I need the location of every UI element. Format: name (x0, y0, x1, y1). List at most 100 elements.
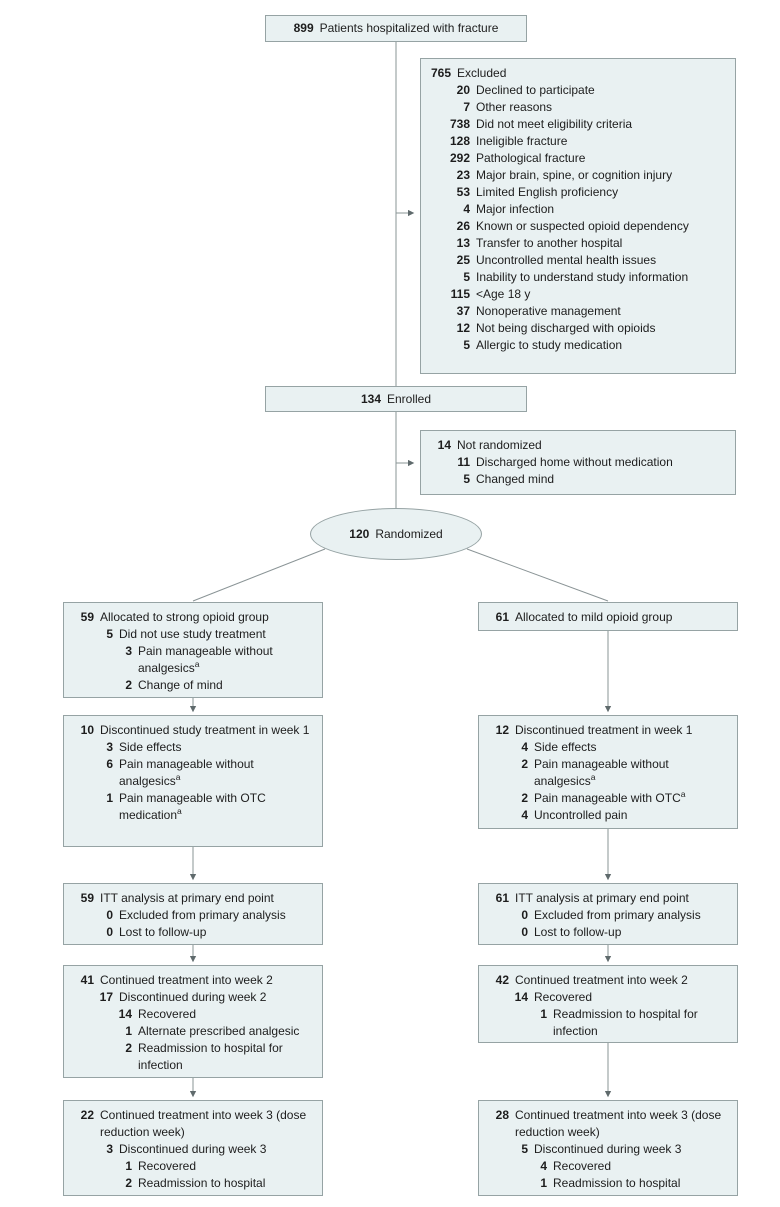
count-value: 2 (521, 791, 528, 805)
line-label: Allergic to study medication (476, 338, 623, 352)
count-value: 28 (495, 1108, 509, 1122)
line-label: Recovered (553, 1159, 612, 1173)
flow-line: 13 Transfer to another hospital (429, 235, 727, 252)
line-label: Major brain, spine, or cognition injury (476, 168, 673, 182)
count-value: 17 (99, 990, 113, 1004)
flow-line: 20 Declined to participate (429, 82, 727, 99)
count-value: 115 (450, 287, 470, 301)
line-label: Pathological fracture (476, 151, 586, 165)
line-label: Discontinued treatment in week 1 (515, 723, 693, 737)
count-value: 0 (106, 908, 113, 922)
flow-line: 2 Readmission to hospital (72, 1175, 314, 1192)
flow-line: 5 Allergic to study medication (429, 337, 727, 354)
count-value: 765 (430, 66, 451, 80)
count-value: 6 (106, 757, 113, 771)
count-value: 13 (456, 236, 470, 250)
line-label: Recovered (138, 1159, 197, 1173)
line-label: Changed mind (476, 472, 555, 486)
line-label: Readmission to hospital (553, 1176, 681, 1190)
flow-line: 1 Readmission to hospital (487, 1175, 729, 1192)
flow-line: 1 Alternate prescribed analgesic (72, 1023, 314, 1040)
line-label: <Age 18 y (476, 287, 531, 301)
count-value: 1 (540, 1176, 547, 1190)
count-value: 0 (521, 908, 528, 922)
line-label: Continued treatment into week 2 (515, 973, 688, 987)
line-label: Readmission to hospital for infection (553, 1007, 698, 1038)
connector-diagonal-right (466, 548, 609, 602)
count-value: 5 (463, 472, 470, 486)
line-label: Pain manageable without analgesicsa (138, 644, 273, 675)
flow-line: 115 <Age 18 y (429, 286, 727, 303)
strong-discontinued-week1-box: 10 Discontinued study treatment in week 1… (63, 715, 323, 847)
count-value: 4 (521, 808, 528, 822)
footnote-marker: a (177, 806, 182, 816)
line-label: Readmission to hospital (138, 1176, 266, 1190)
count-value: 25 (456, 253, 470, 267)
line-label: Inability to understand study informatio… (476, 270, 689, 284)
count-value: 12 (495, 723, 509, 737)
line-label: Recovered (534, 990, 593, 1004)
flow-line: 765 Excluded (429, 65, 727, 82)
flow-line: 5 Changed mind (429, 471, 727, 488)
line-label: Alternate prescribed analgesic (138, 1024, 300, 1038)
line-label: Transfer to another hospital (476, 236, 623, 250)
count-value: 738 (449, 117, 470, 131)
footnote-marker: a (175, 772, 181, 782)
flow-line: 4 Uncontrolled pain (487, 807, 729, 824)
count-value: 1 (125, 1024, 132, 1038)
line-label: Randomized (375, 526, 443, 541)
count-value: 2 (125, 1176, 132, 1190)
count-value: 0 (521, 925, 528, 939)
line-label: Continued treatment into week 3 (dose re… (515, 1108, 722, 1139)
line-label: Readmission to hospital for infection (138, 1041, 283, 1072)
count-value: 11 (457, 455, 470, 469)
line-label: Allocated to mild opioid group (515, 610, 673, 624)
line-label: Known or suspected opioid dependency (476, 219, 689, 233)
line-label: Pain manageable with OTC medicationa (119, 791, 266, 822)
count-value: 20 (456, 83, 470, 97)
line-label: Declined to participate (476, 83, 595, 97)
line-label: Uncontrolled pain (534, 808, 628, 822)
count-value: 2 (125, 1041, 132, 1055)
line-label: Discontinued study treatment in week 1 (100, 723, 310, 737)
line-label: Uncontrolled mental health issues (476, 253, 657, 267)
flow-line: 120 Randomized (317, 526, 475, 543)
line-label: Not being discharged with opioids (476, 321, 656, 335)
line-label: Not randomized (457, 438, 542, 452)
line-label: Excluded (457, 66, 507, 80)
line-label: Excluded from primary analysis (119, 908, 286, 922)
count-value: 5 (463, 338, 470, 352)
flow-line: 25 Uncontrolled mental health issues (429, 252, 727, 269)
count-value: 14 (514, 990, 528, 1004)
count-value: 41 (80, 973, 94, 987)
count-value: 128 (449, 134, 470, 148)
count-value: 120 (349, 526, 370, 541)
flow-line: 10 Discontinued study treatment in week 1 (72, 722, 314, 739)
count-value: 53 (456, 185, 470, 199)
footnote-marker: a (680, 789, 686, 799)
line-label: Excluded from primary analysis (534, 908, 701, 922)
count-value: 10 (80, 723, 94, 737)
line-label: Continued treatment into week 3 (dose re… (100, 1108, 307, 1139)
